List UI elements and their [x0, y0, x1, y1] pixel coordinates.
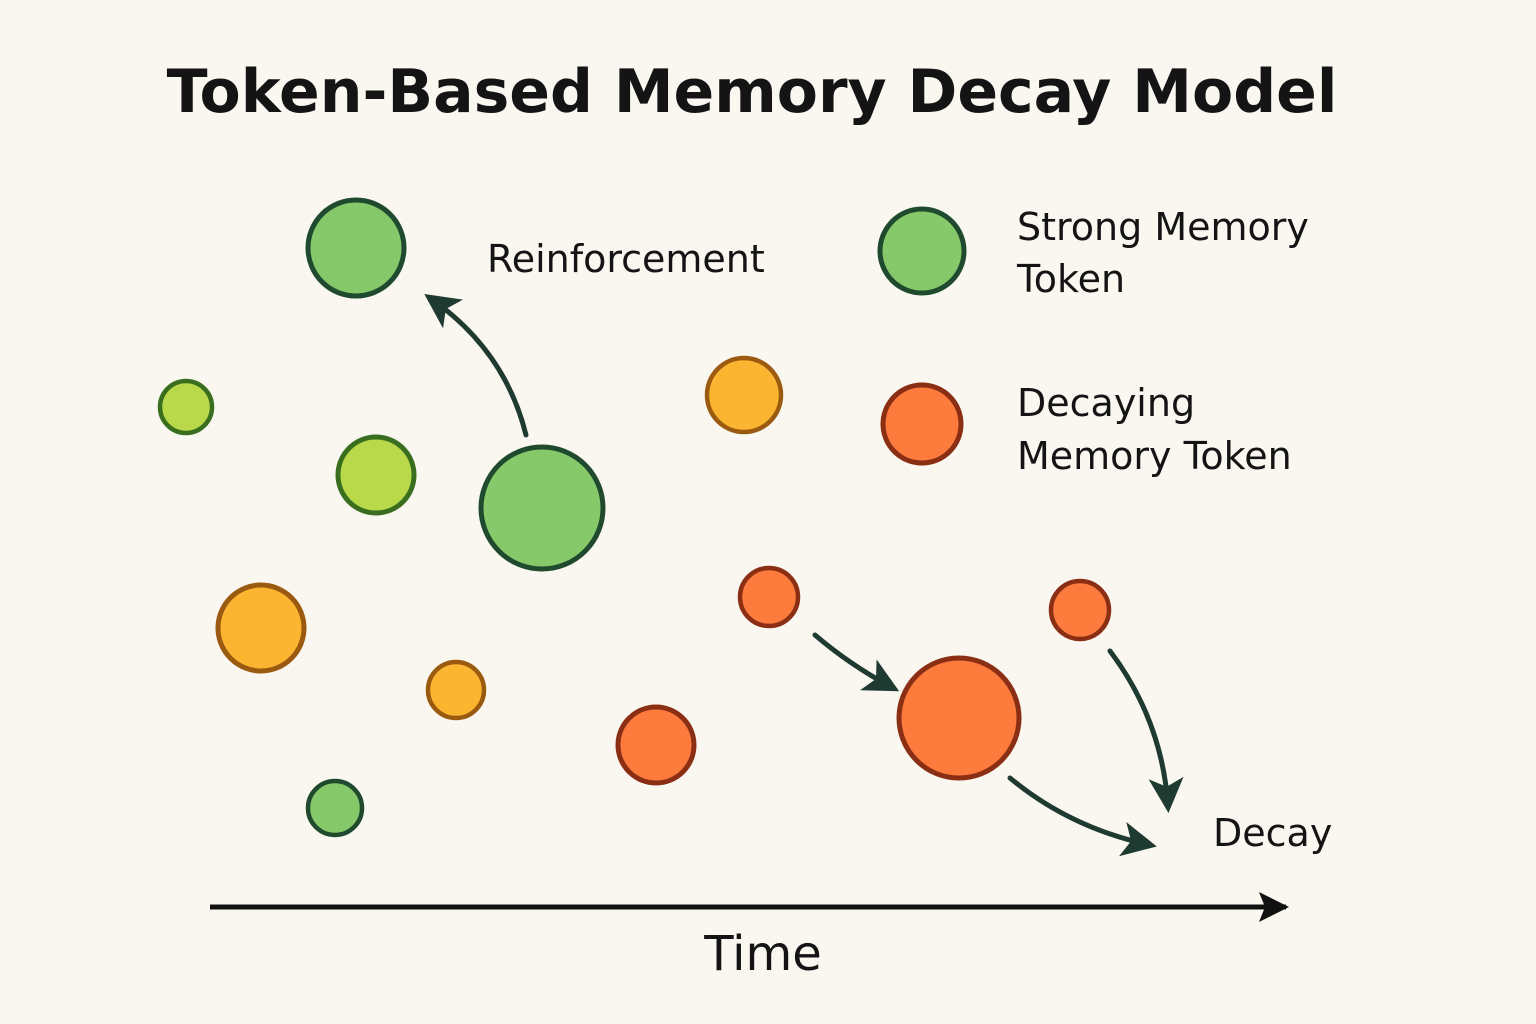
amber-token-left — [215, 582, 307, 674]
decay-label: Decay — [1213, 811, 1332, 855]
lime-token-medium — [335, 434, 417, 516]
decay-arrow-from-large — [1007, 775, 1157, 857]
legend-decaying-swatch — [880, 382, 964, 466]
decay-arrow-into-large — [812, 632, 900, 692]
legend-decaying-line1: Decaying — [1017, 381, 1195, 425]
decaying-token-large — [896, 655, 1022, 781]
strong-token-reinforced — [305, 197, 407, 299]
lime-token-small — [157, 378, 215, 436]
legend-decaying-line2: Memory Token — [1017, 434, 1292, 478]
strong-token-large — [478, 444, 606, 572]
diagram-title: Token-Based Memory Decay Model — [167, 57, 1338, 127]
amber-token-upper — [704, 355, 784, 435]
decay-arrow-from-small — [1107, 648, 1184, 813]
decaying-token-small-a — [737, 565, 801, 629]
amber-token-small — [425, 659, 487, 721]
time-axis-label: Time — [703, 926, 821, 982]
decaying-token-medium — [615, 704, 697, 786]
decaying-token-small-b — [1048, 578, 1112, 642]
reinforcement-label: Reinforcement — [487, 237, 765, 281]
legend: Strong Memory Token Decaying Memory Toke… — [877, 205, 1309, 478]
legend-strong-line2: Token — [1016, 257, 1125, 301]
legend-strong-swatch — [877, 206, 967, 296]
green-token-small — [305, 778, 365, 838]
reinforcement-arrow — [424, 294, 529, 438]
legend-strong-line1: Strong Memory — [1017, 205, 1309, 249]
